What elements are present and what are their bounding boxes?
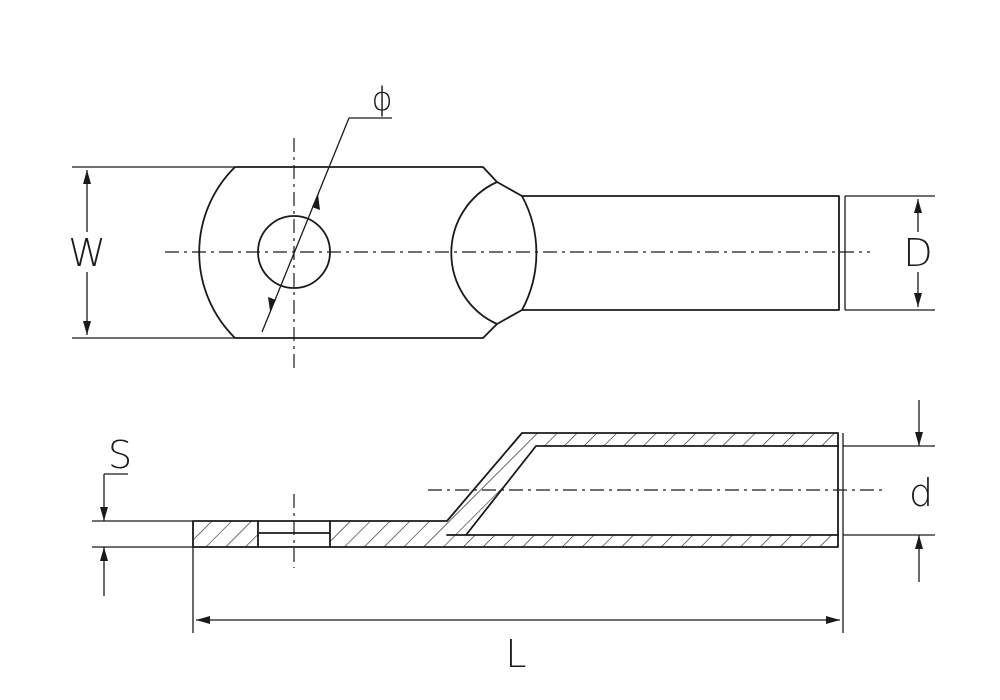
d-label: D — [903, 231, 932, 275]
w-arrow-bottom — [83, 321, 91, 335]
w-label-bg — [70, 232, 104, 272]
s-label: S — [108, 433, 132, 477]
w-label: W — [68, 231, 106, 275]
d-inner-label: d — [909, 471, 933, 515]
barrel-flange-arc — [450, 181, 498, 325]
top-view: W D ϕ — [68, 80, 935, 368]
diameter-label: ϕ — [371, 80, 392, 118]
d-inner-arrow-bottom — [915, 535, 923, 549]
l-label: L — [505, 632, 526, 676]
s-arrow-top — [100, 507, 108, 521]
palm-section-left — [193, 521, 258, 547]
bottom-wall-section — [330, 521, 838, 547]
top-wall-section — [447, 433, 838, 535]
palm-outline — [198, 166, 840, 339]
w-arrow-top — [83, 170, 91, 184]
barrel-flange-arc-right — [521, 195, 538, 311]
l-arrow-right — [826, 616, 840, 624]
diameter-arrow-top — [312, 194, 320, 210]
d-arrow-bottom — [914, 293, 922, 307]
l-arrow-left — [196, 616, 210, 624]
d-inner-arrow-top — [915, 432, 923, 446]
diameter-arrow-bottom — [268, 297, 276, 311]
d-arrow-top — [914, 199, 922, 213]
diameter-leader — [261, 117, 350, 333]
d-label-bg — [901, 232, 935, 272]
side-view: S d L — [92, 400, 935, 676]
s-arrow-bottom — [100, 547, 108, 561]
